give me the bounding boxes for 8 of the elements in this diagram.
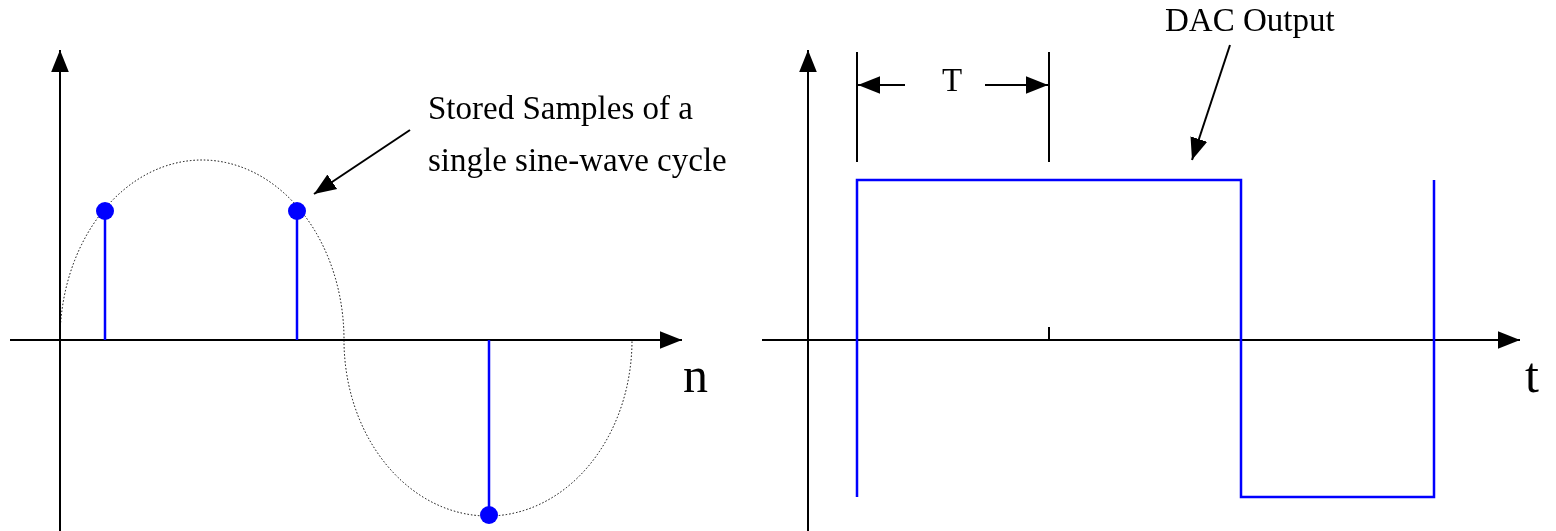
leader-line <box>313 129 411 195</box>
callout-label: DAC Output <box>1165 1 1336 40</box>
dimension-label: T <box>942 64 963 97</box>
leader-line <box>1190 44 1231 161</box>
axis-label: t <box>1525 350 1539 400</box>
axis-label: n <box>683 350 708 400</box>
sample-dot <box>288 202 306 220</box>
callout-label: Stored Samples of a single sine-wave cycle <box>428 89 728 180</box>
